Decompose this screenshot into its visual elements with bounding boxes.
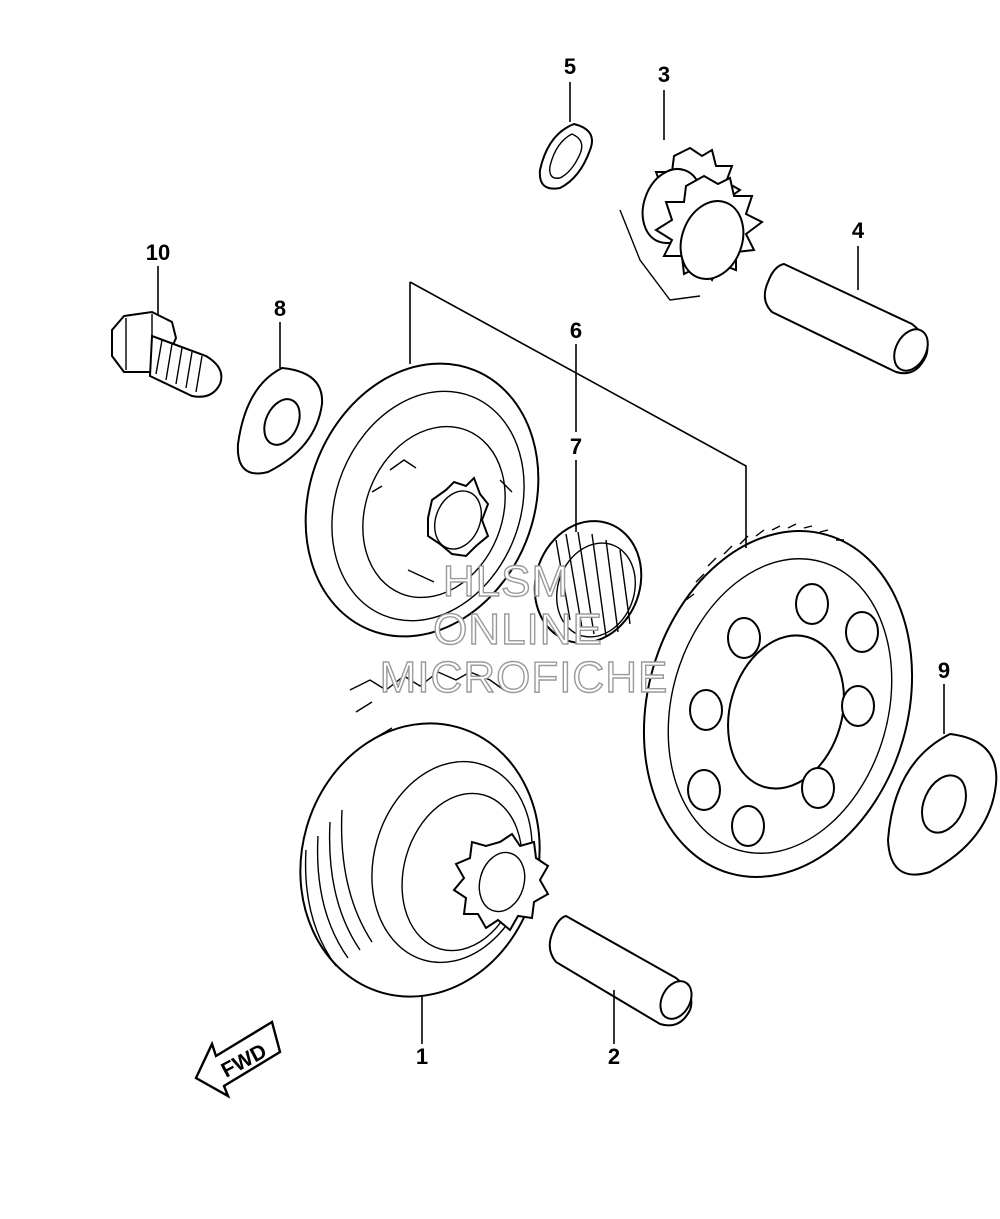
leader-lines (157, 82, 945, 1044)
watermark: HLSM ONLINE MICROFICHE (379, 556, 669, 702)
clutch-housing[interactable] (266, 328, 579, 672)
callout-8[interactable]: 8 (274, 296, 286, 321)
fwd-arrow-icon: FWD (194, 1020, 282, 1099)
part-4-shaft[interactable] (763, 262, 935, 376)
watermark-line-2: ONLINE (433, 605, 603, 654)
callout-4[interactable]: 4 (852, 218, 865, 243)
part-5-ring[interactable] (538, 122, 593, 190)
callout-2[interactable]: 2 (608, 1044, 620, 1069)
part-3-double-gear[interactable] (619, 146, 764, 301)
part-1-clutch-gear[interactable] (269, 671, 572, 1025)
callout-9[interactable]: 9 (938, 658, 950, 683)
callout-1[interactable]: 1 (416, 1044, 428, 1069)
watermark-line-1: HLSM (443, 557, 569, 606)
callout-6[interactable]: 6 (570, 318, 582, 343)
starter-driven-gear[interactable] (605, 499, 952, 909)
callout-10[interactable]: 10 (146, 240, 170, 265)
callout-5[interactable]: 5 (564, 54, 576, 79)
watermark-line-3: MICROFICHE (380, 653, 669, 702)
part-8-washer[interactable] (236, 366, 324, 475)
callout-3[interactable]: 3 (658, 62, 670, 87)
callout-7[interactable]: 7 (570, 434, 582, 459)
part-2-shaft[interactable] (548, 914, 698, 1027)
callouts: 5 3 4 10 8 6 7 9 1 2 (146, 54, 950, 1069)
part-9-washer[interactable] (886, 732, 998, 876)
part-10-bolt[interactable] (111, 310, 223, 398)
part-7-needle-bearing[interactable] (518, 506, 658, 658)
